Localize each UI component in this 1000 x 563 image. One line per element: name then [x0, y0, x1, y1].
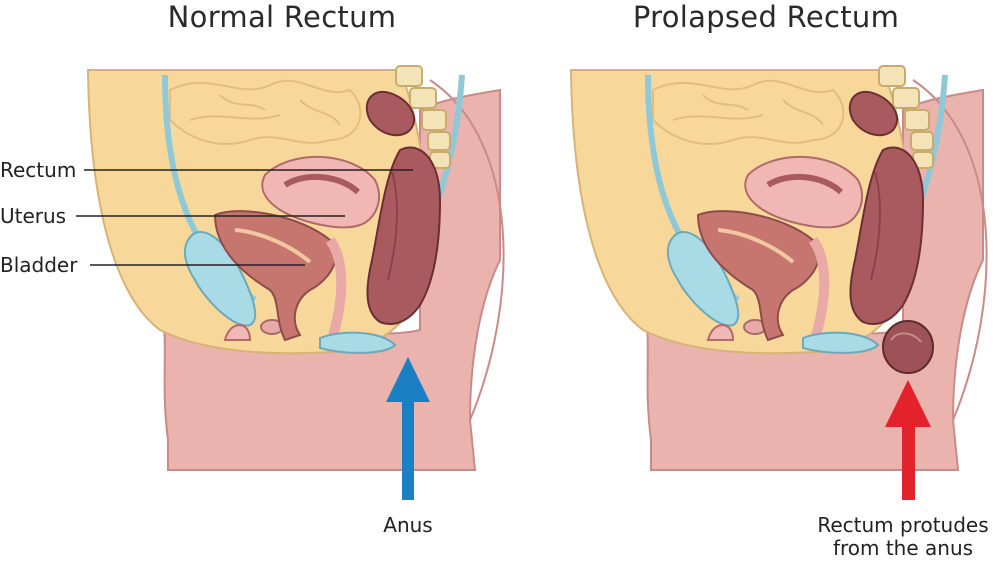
prolapse-caption: Rectum protudes from the anus — [808, 514, 998, 560]
prolapsed-rectum-bulge — [882, 320, 934, 374]
bladder-label: Bladder — [0, 253, 78, 277]
uterus-label: Uterus — [0, 204, 67, 228]
prolapse-anatomy — [571, 66, 987, 470]
panel-title-prolapse: Prolapsed Rectum — [632, 0, 900, 34]
leader-lines — [76, 169, 413, 266]
panel-title-normal: Normal Rectum — [167, 0, 397, 34]
prolapse-caption-line-1: Rectum protudes — [817, 513, 989, 537]
anus-caption: Anus — [383, 513, 433, 537]
anus-arrow — [386, 357, 430, 500]
rectum-label: Rectum — [0, 158, 77, 182]
normal-anatomy — [88, 66, 504, 470]
prolapse-caption-line-2: from the anus — [832, 536, 974, 560]
prolapse-arrow — [885, 380, 931, 500]
